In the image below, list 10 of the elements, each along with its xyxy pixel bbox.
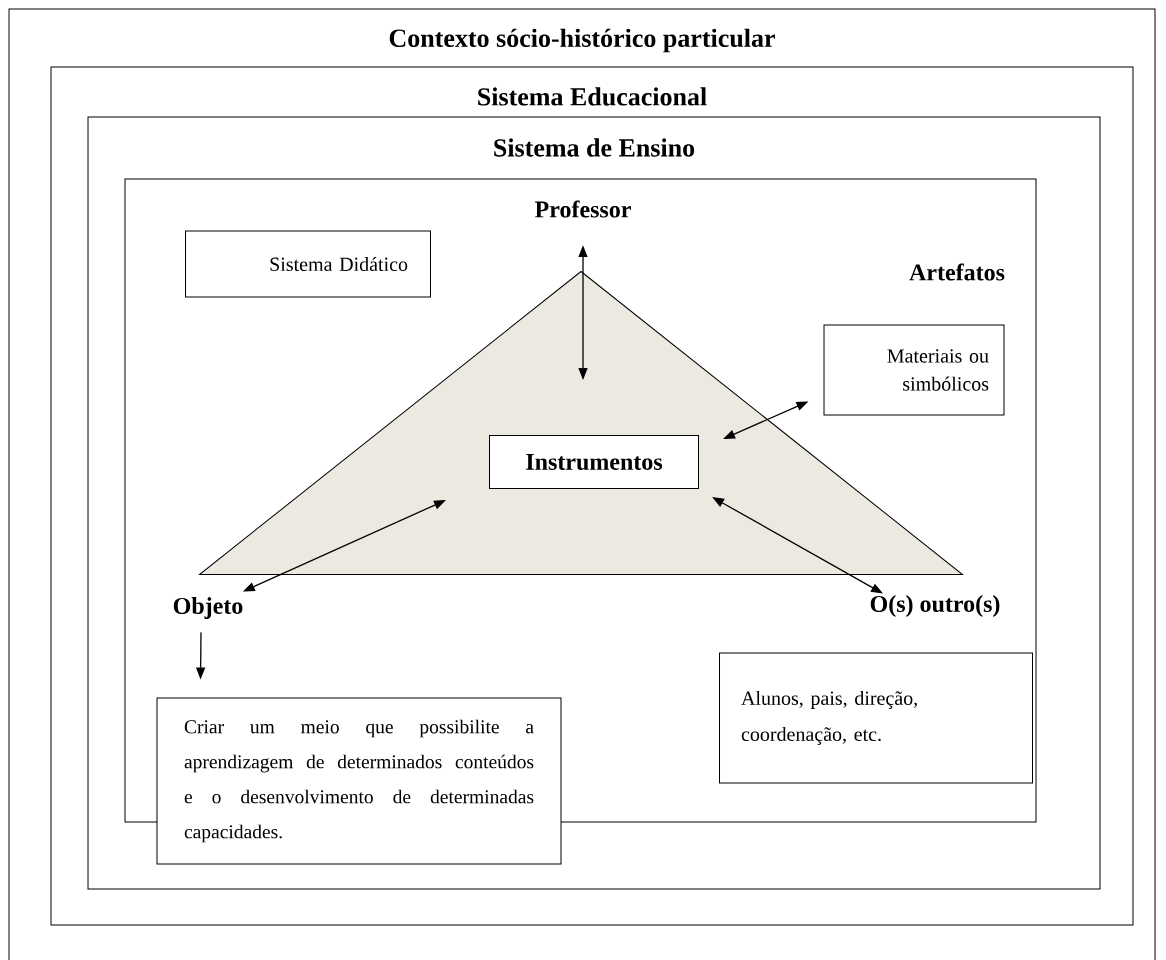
instrument-box: Instrumentos — [489, 435, 699, 489]
text-box: Materiais ou simbólicos — [823, 324, 1005, 416]
vertex-label: Professor — [535, 200, 631, 218]
vertex-label: Objeto — [173, 597, 243, 619]
heading-label: Artefatos — [909, 263, 1005, 281]
text-box: Alunos, pais, direção, coordenação, etc. — [719, 652, 1033, 784]
text-box: Criar um meio que possibilite a aprendizagem de determinados conteúdos e o desenvolvimento de determinadas capacidades. — [156, 697, 562, 865]
vertex-label: O(s) outro(s) — [870, 595, 1000, 617]
label-box: Sistema Didático — [185, 230, 431, 298]
arrow — [712, 497, 883, 594]
